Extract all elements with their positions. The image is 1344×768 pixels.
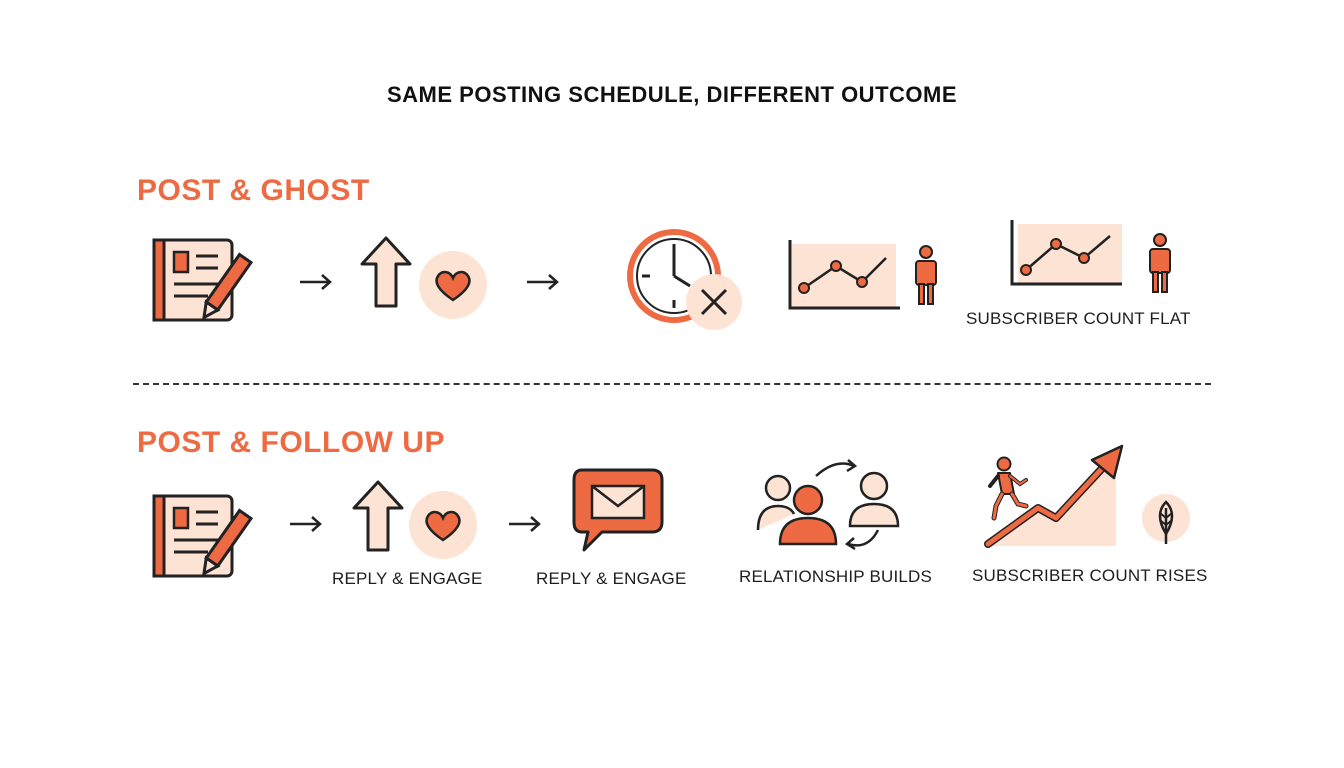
right-arrow-icon: [288, 514, 324, 534]
right-arrow-icon: [525, 272, 561, 292]
heart-icon: [418, 250, 488, 320]
line-chart-icon: [788, 238, 900, 312]
section-divider: [133, 383, 1211, 385]
rising-arrow-icon: [980, 444, 1130, 550]
clock-x-icon: [626, 228, 746, 332]
envelope-chat-icon: [572, 468, 664, 554]
right-arrow-icon: [507, 514, 543, 534]
people-icon: [756, 456, 906, 556]
notebook-pencil-icon: [152, 236, 262, 322]
leaf-icon: [1142, 494, 1190, 546]
caption-subscriber-flat: SUBSCRIBER COUNT FLAT: [966, 309, 1191, 328]
row-label-post-follow-up: POST & FOLLOW UP: [137, 426, 445, 459]
right-arrow-icon: [298, 272, 334, 292]
caption-reply-engage-1: REPLY & ENGAGE: [332, 569, 483, 588]
row-label-post-ghost: POST & GHOST: [137, 174, 370, 207]
heart-icon: [408, 490, 478, 560]
climbing-person-icon: [984, 456, 1030, 522]
person-icon: [1146, 232, 1174, 294]
up-arrow-icon: [352, 480, 404, 552]
notebook-pencil-icon: [152, 492, 262, 578]
caption-reply-engage-2: REPLY & ENGAGE: [536, 569, 687, 588]
diagram-title: SAME POSTING SCHEDULE, DIFFERENT OUTCOME: [386, 82, 958, 107]
caption-subscriber-rises: SUBSCRIBER COUNT RISES: [972, 566, 1208, 585]
line-chart-icon: [1010, 218, 1122, 288]
person-icon: [912, 244, 940, 306]
up-arrow-icon: [360, 236, 412, 308]
caption-relationship-builds: RELATIONSHIP BUILDS: [739, 567, 933, 586]
